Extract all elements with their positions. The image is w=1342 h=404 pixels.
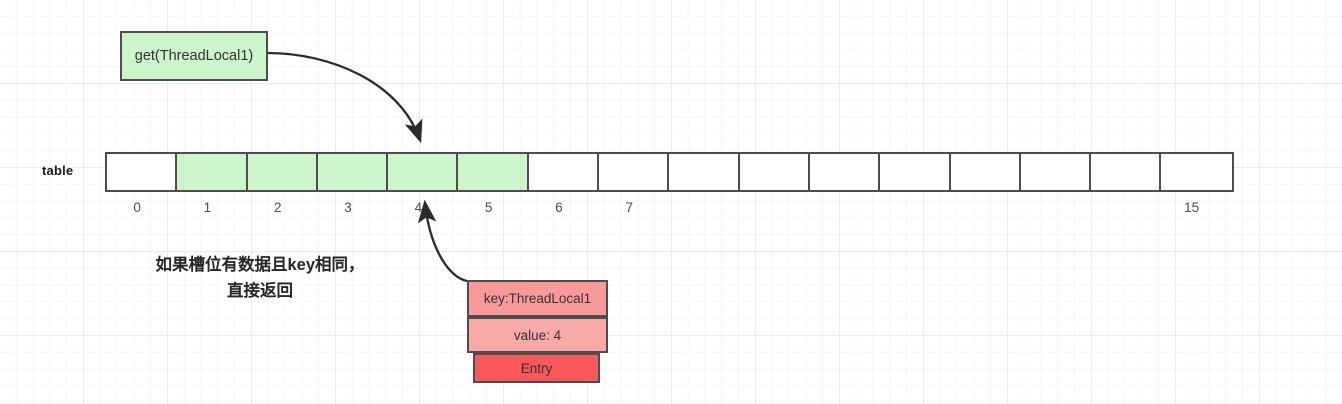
table-slot-10 xyxy=(809,154,881,190)
table-slot-3 xyxy=(317,154,389,190)
table-index-label-5: 5 xyxy=(484,200,493,215)
table-index-label-0: 0 xyxy=(133,200,141,215)
annotation-note: 如果槽位有数据且key相同， 直接返回 xyxy=(110,252,410,304)
table-index-label-4: 4 xyxy=(414,200,423,215)
table-slot-11 xyxy=(880,154,951,190)
table-index-label-7: 7 xyxy=(625,200,633,215)
table-slot-15 xyxy=(1161,154,1232,190)
get-callout-label: get(ThreadLocal1) xyxy=(134,48,254,64)
table-slot-12 xyxy=(950,154,1021,190)
table-slot-9 xyxy=(739,154,810,190)
entry-value-label: value: 4 xyxy=(513,327,562,343)
entry-key-box: key:ThreadLocal1 xyxy=(467,280,608,317)
table-slot-5 xyxy=(458,154,529,190)
table-index-label-6: 6 xyxy=(555,200,563,215)
table-slot-0 xyxy=(107,154,178,190)
table-slot-14 xyxy=(1091,154,1162,190)
arrow-entry-to-slot xyxy=(417,199,468,283)
table-index-label-15: 15 xyxy=(1184,200,1200,215)
table-index-label-3: 3 xyxy=(344,200,352,215)
entry-type-label: Entry xyxy=(520,360,553,376)
table-slot-13 xyxy=(1020,154,1092,190)
entry-value-box: value: 4 xyxy=(467,317,608,353)
table-slot-6 xyxy=(528,154,600,190)
entry-key-label: key:ThreadLocal1 xyxy=(483,291,592,306)
table-slot-2 xyxy=(247,154,318,190)
entry-type-box: Entry xyxy=(473,353,600,383)
table-label: table xyxy=(42,163,74,178)
get-threadlocal-callout-box: get(ThreadLocal1) xyxy=(120,31,268,81)
annotation-line-1: 如果槽位有数据且key相同， xyxy=(155,256,365,274)
table-slot-row xyxy=(105,152,1234,192)
annotation-line-2: 直接返回 xyxy=(227,282,293,300)
table-slot-4 xyxy=(388,154,459,190)
table-slot-1 xyxy=(177,154,248,190)
table-index-label-2: 2 xyxy=(273,200,282,215)
table-slot-7 xyxy=(599,154,670,190)
table-index-label-1: 1 xyxy=(203,200,212,215)
arrow-get-to-slot xyxy=(267,51,423,144)
table-slot-8 xyxy=(669,154,740,190)
